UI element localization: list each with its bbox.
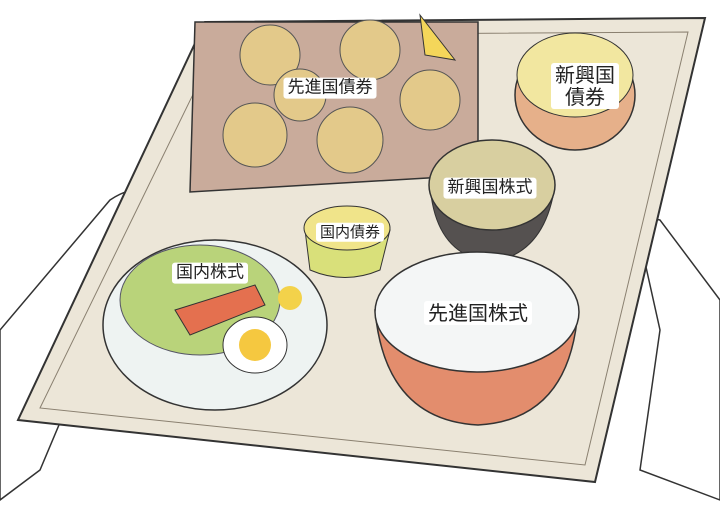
label-emerging-stocks: 新興国株式 — [443, 177, 537, 199]
domestic-bonds-cup — [303, 205, 391, 278]
label-emerging-bonds-line2: 債券 — [565, 85, 605, 109]
lemon-wedge — [419, 13, 457, 61]
label-developed-bonds: 先進国債券 — [283, 77, 377, 99]
rice-bowl — [374, 251, 580, 426]
tray-inner — [39, 31, 689, 466]
label-domestic-stocks: 国内株式 — [172, 262, 248, 284]
label-domestic-bonds: 国内債券 — [315, 222, 385, 242]
label-developed-stocks: 先進国株式 — [424, 301, 532, 325]
label-emerging-bonds: 新興国 債券 — [551, 63, 619, 109]
salad-plate — [102, 239, 328, 411]
label-emerging-bonds-line1: 新興国 — [555, 63, 615, 87]
